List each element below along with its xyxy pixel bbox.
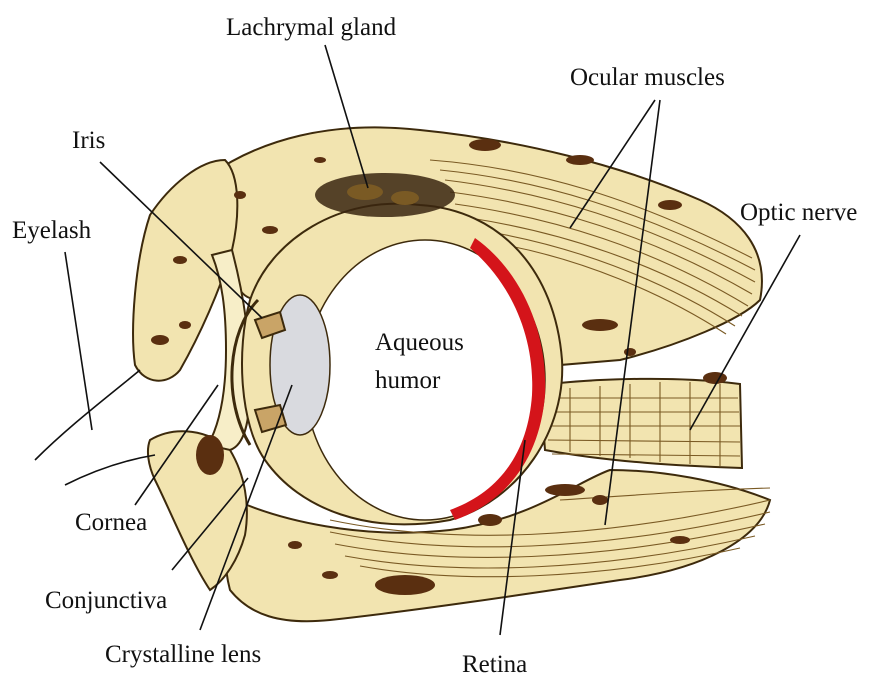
label-conjunctiva: Conjunctiva [45, 587, 167, 614]
eyeball [232, 204, 562, 525]
leader-eyelash [65, 252, 92, 430]
label-aqueous-humor-2: humor [375, 367, 441, 394]
label-cornea: Cornea [75, 509, 147, 536]
lachrymal-gland [315, 173, 455, 217]
label-optic-nerve: Optic nerve [740, 199, 857, 226]
label-lachrymal-gland: Lachrymal gland [226, 14, 397, 41]
eyelashes [35, 370, 155, 485]
label-aqueous-humor-1: Aqueous [375, 329, 464, 356]
label-retina: Retina [462, 651, 527, 677]
label-crystalline-lens: Crystalline lens [105, 641, 261, 668]
label-ocular-muscles: Ocular muscles [570, 64, 725, 91]
label-eyelash: Eyelash [12, 217, 92, 244]
label-iris: Iris [72, 127, 105, 154]
